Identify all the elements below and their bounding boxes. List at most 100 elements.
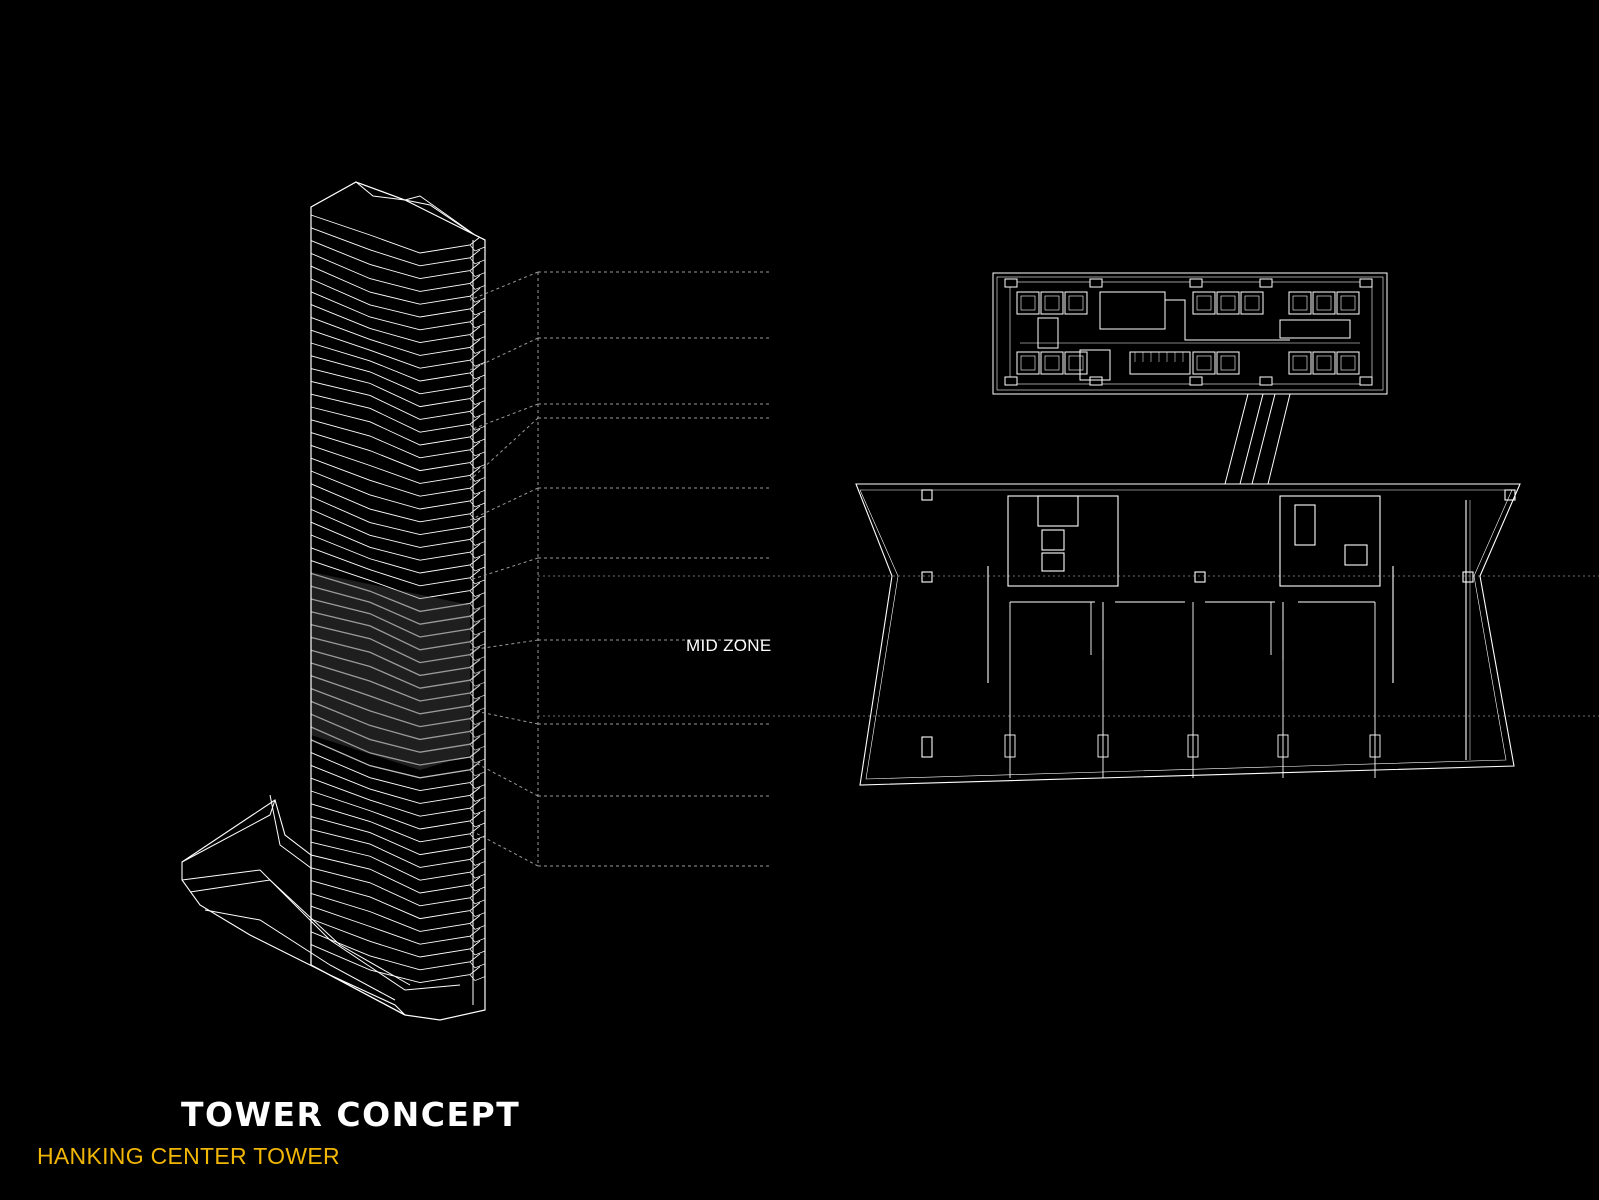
slab-edge (469, 615, 486, 623)
slab-edge (469, 807, 486, 815)
tower-axonometric (181, 181, 486, 1021)
floor-slab (310, 867, 481, 907)
slab-edge (469, 731, 486, 738)
slab-edge (469, 654, 486, 662)
floor-slab (310, 432, 481, 472)
typical-floor-plan (855, 483, 1521, 786)
plan-guide-lines (538, 575, 1599, 717)
slab-edge (469, 961, 486, 969)
floor-slab (310, 457, 481, 497)
slab-edge (469, 577, 486, 585)
floor-slab (310, 470, 481, 510)
slab-edge (469, 462, 486, 470)
leader-diagonal (469, 487, 539, 521)
elevator-cab-icon (1040, 291, 1064, 315)
slab-edge (469, 372, 486, 380)
slab-edge (469, 411, 486, 418)
floor-slab (310, 227, 481, 267)
slab-edge (469, 308, 486, 316)
elevator-cab-icon (1216, 291, 1240, 315)
elevator-cab-icon (1016, 291, 1040, 315)
elevator-cab-icon (1336, 351, 1360, 375)
elevator-cab-icon (1312, 351, 1336, 375)
slab-edge (469, 769, 486, 777)
column (1097, 734, 1109, 758)
elevator-cab-icon (1040, 351, 1064, 375)
section-leader-lines (469, 271, 772, 867)
slab-edge (469, 321, 486, 329)
slab-edge (469, 820, 486, 828)
slab-edge (469, 743, 486, 751)
slab-edge (469, 692, 486, 700)
slab-edge (469, 257, 486, 265)
slab-edge (469, 334, 486, 342)
column (1277, 734, 1289, 758)
slab-edge (469, 475, 486, 482)
floor-slab (310, 252, 481, 292)
slab-edge (469, 551, 486, 559)
slab-edge (469, 871, 486, 879)
floor-slab (310, 918, 481, 958)
slab-edge (469, 705, 486, 713)
floor-slab (310, 483, 481, 523)
slab-edge (469, 436, 486, 444)
slab-edge (469, 564, 486, 572)
core-floor-plan (992, 272, 1388, 395)
page-subtitle: HANKING CENTER TOWER (37, 1143, 340, 1169)
link-bridge (1224, 393, 1291, 485)
slab-edge (469, 603, 486, 610)
leader-diagonal (469, 759, 539, 797)
slab-edge (469, 244, 486, 252)
floor-slab (310, 880, 481, 920)
slab-edge (469, 897, 486, 905)
floor-slab (310, 406, 481, 446)
slab-edge (469, 923, 486, 930)
elevator-cab-icon (1288, 351, 1312, 375)
slab-edge (469, 935, 486, 943)
slab-edge (469, 347, 486, 354)
elevator-cab-icon (1288, 291, 1312, 315)
page-title: TOWER CONCEPT (181, 1095, 521, 1134)
slab-edge (469, 756, 486, 764)
slab-edge (469, 487, 486, 495)
elevator-cab-icon (1192, 291, 1216, 315)
slab-edge (469, 423, 486, 431)
tower-top-crown (310, 181, 474, 235)
mid-zone-highlight (311, 572, 470, 770)
slab-edge (469, 833, 486, 841)
floor-slab (310, 931, 481, 971)
slab-edge (469, 718, 486, 726)
slab-edge (469, 270, 486, 278)
slab-edge (469, 974, 486, 982)
slab-edge (469, 679, 486, 687)
leader-diagonal (469, 337, 539, 371)
podium-outline (181, 799, 406, 1016)
office-partitions (1004, 601, 1381, 778)
floor-slab (310, 905, 481, 945)
slab-edge (469, 859, 486, 866)
slab-edge (469, 884, 486, 892)
slab-edge (469, 641, 486, 649)
column (1187, 734, 1199, 758)
elevator-cab-icon (1312, 291, 1336, 315)
leader-diagonal (469, 639, 539, 651)
slab-edge (469, 782, 486, 790)
leader-diagonal (469, 271, 539, 301)
column (1004, 734, 1016, 758)
slab-edge (469, 628, 486, 636)
slab-edge (469, 500, 486, 508)
mid-zone-label: MID ZONE (686, 636, 772, 655)
slab-edge (469, 398, 486, 406)
elevator-cab-icon (1240, 291, 1264, 315)
tower-mid-zone-slabs (310, 572, 486, 779)
slab-edge (469, 795, 486, 802)
floor-slab (310, 240, 481, 280)
leader-diagonal (469, 403, 539, 431)
elevator-cabs (1016, 291, 1360, 375)
floor-slab (310, 444, 481, 484)
slab-edge (469, 283, 486, 290)
elevator-cab-icon (1216, 351, 1240, 375)
slab-edge (469, 539, 486, 546)
slab-edge (469, 910, 486, 918)
slab-edge (469, 513, 486, 521)
